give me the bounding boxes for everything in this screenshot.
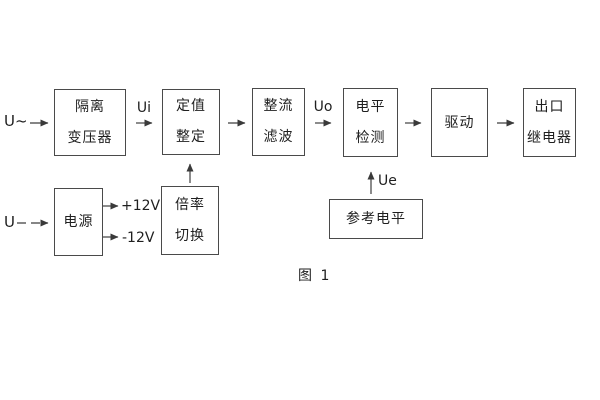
- block-power-supply: 电源: [54, 188, 103, 256]
- block-setting-adjust: 定值 整定: [162, 89, 220, 155]
- block-label: 隔离: [75, 98, 105, 115]
- block-label: 继电器: [527, 129, 572, 146]
- block-label: 整流: [263, 98, 294, 114]
- block-label: 电源: [63, 214, 94, 230]
- block-level-detect: 电平 检测: [343, 88, 398, 157]
- block-label: 检测: [355, 129, 386, 146]
- block-label: 出口: [534, 98, 565, 115]
- block-reference-level: 参考电平: [329, 199, 423, 239]
- block-label: 电平: [355, 98, 386, 115]
- block-label: 参考电平: [346, 211, 406, 227]
- block-label: 滤波: [263, 129, 294, 145]
- block-rectifier-filter: 整流 滤波: [252, 88, 305, 156]
- label-plus-12v: +12V: [121, 198, 161, 214]
- block-isolation-transformer: 隔离 变压器: [54, 89, 126, 156]
- block-label: 倍率: [175, 196, 205, 213]
- block-label: 变压器: [67, 129, 113, 146]
- block-label: 切换: [175, 227, 205, 244]
- label-minus-12v: -12V: [122, 230, 155, 246]
- label-ui: Ui: [136, 100, 152, 116]
- figure-caption: 图 1: [298, 268, 332, 284]
- block-driver: 驱动: [431, 88, 488, 157]
- block-label: 驱动: [444, 114, 475, 131]
- block-ratio-switch: 倍率 切换: [161, 186, 219, 255]
- label-ue: Ue: [378, 173, 397, 189]
- label-uo: Uo: [313, 99, 333, 115]
- block-output-relay: 出口 继电器: [523, 88, 576, 157]
- label-ac-input: U~: [4, 112, 28, 130]
- label-dc-input: U: [4, 213, 15, 231]
- block-label: 定值: [176, 98, 206, 114]
- block-label: 整定: [176, 129, 206, 145]
